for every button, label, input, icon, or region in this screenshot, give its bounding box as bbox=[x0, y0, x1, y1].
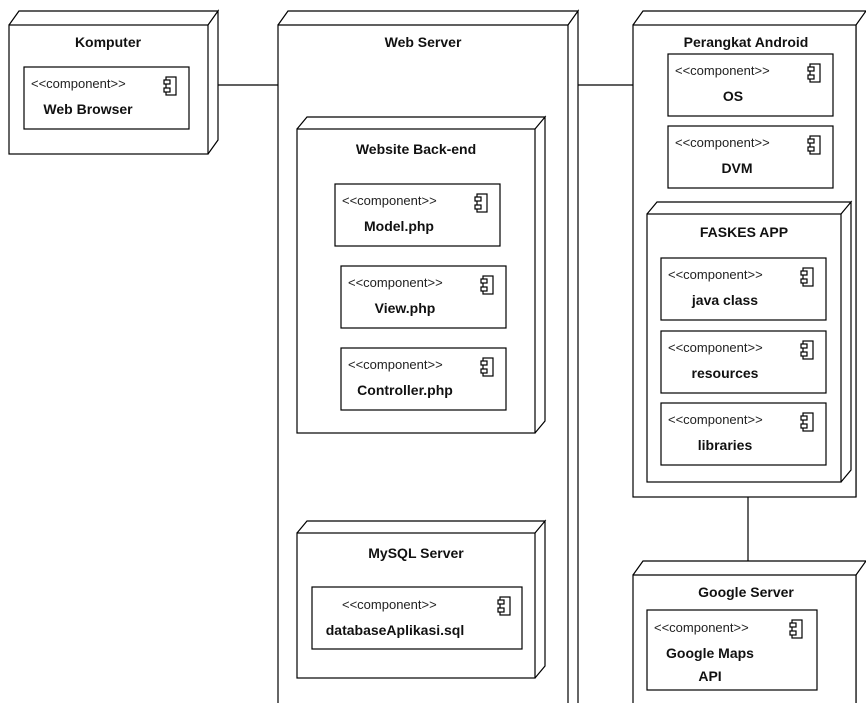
component-icon bbox=[807, 63, 821, 83]
stereotype-label: <<component>> bbox=[348, 357, 443, 372]
component-name: Web Browser bbox=[43, 101, 133, 117]
node-google-server: Google Server <<component>> Google Maps … bbox=[632, 560, 866, 703]
component-name: java class bbox=[691, 292, 758, 308]
component-icon bbox=[497, 596, 511, 616]
node-perangkat-android: Perangkat Android <<component>> OS <<com… bbox=[632, 10, 866, 498]
component-resources[interactable]: <<component>> resources bbox=[660, 330, 827, 394]
component-name: Controller.php bbox=[357, 382, 453, 398]
node-mysql-server-title: MySQL Server bbox=[368, 545, 464, 561]
component-name: databaseAplikasi.sql bbox=[326, 622, 465, 638]
stereotype-label: <<component>> bbox=[342, 193, 437, 208]
node-web-server-title: Web Server bbox=[385, 34, 462, 50]
stereotype-label: <<component>> bbox=[348, 275, 443, 290]
component-dvm[interactable]: <<component>> DVM bbox=[667, 125, 834, 189]
component-view-php[interactable]: <<component>> View.php bbox=[340, 265, 507, 329]
component-icon bbox=[789, 619, 803, 639]
node-website-backend: Website Back-end <<component>> Model.php… bbox=[296, 115, 547, 434]
component-libraries[interactable]: <<component>> libraries bbox=[660, 402, 827, 466]
node-mysql-server: MySQL Server <<component>> databaseAplik… bbox=[296, 519, 547, 679]
node-faskes-app-title: FASKES APP bbox=[700, 224, 788, 240]
component-model-php[interactable]: <<component>> Model.php bbox=[334, 183, 501, 247]
component-os[interactable]: <<component>> OS bbox=[667, 53, 834, 117]
node-perangkat-android-title: Perangkat Android bbox=[684, 34, 809, 50]
component-name: Model.php bbox=[364, 218, 434, 234]
stereotype-label: <<component>> bbox=[31, 76, 126, 91]
component-name: View.php bbox=[375, 300, 436, 316]
node-web-server: Web Server Website Back-end <<component>… bbox=[277, 9, 580, 703]
component-name: OS bbox=[723, 88, 743, 104]
component-icon bbox=[800, 340, 814, 360]
component-name: resources bbox=[692, 365, 759, 381]
node-google-server-title: Google Server bbox=[698, 584, 794, 600]
component-icon bbox=[807, 135, 821, 155]
component-web-browser[interactable]: <<component>> Web Browser bbox=[23, 66, 190, 130]
component-name: DVM bbox=[721, 160, 752, 176]
node-komputer-title: Komputer bbox=[75, 34, 142, 50]
stereotype-label: <<component>> bbox=[654, 620, 749, 635]
component-java-class[interactable]: <<component>> java class bbox=[660, 257, 827, 321]
node-website-backend-title: Website Back-end bbox=[356, 141, 476, 157]
stereotype-label: <<component>> bbox=[675, 63, 770, 78]
stereotype-label: <<component>> bbox=[668, 340, 763, 355]
component-controller-php[interactable]: <<component>> Controller.php bbox=[340, 347, 507, 411]
component-google-maps-api[interactable]: <<component>> Google Maps API bbox=[646, 609, 818, 691]
node-komputer: Komputer <<component>> Web Browser bbox=[8, 9, 220, 155]
component-icon bbox=[800, 412, 814, 432]
component-icon bbox=[474, 193, 488, 213]
component-icon bbox=[163, 76, 177, 96]
component-icon bbox=[480, 275, 494, 295]
stereotype-label: <<component>> bbox=[342, 597, 437, 612]
stereotype-label: <<component>> bbox=[675, 135, 770, 150]
stereotype-label: <<component>> bbox=[668, 412, 763, 427]
component-database-aplikasi-sql[interactable]: <<component>> databaseAplikasi.sql bbox=[311, 586, 523, 650]
node-faskes-app: FASKES APP <<component>> java class <<co… bbox=[646, 200, 853, 483]
component-icon bbox=[800, 267, 814, 287]
component-name: libraries bbox=[698, 437, 753, 453]
component-name-line1: Google Maps bbox=[666, 645, 754, 661]
component-icon bbox=[480, 357, 494, 377]
stereotype-label: <<component>> bbox=[668, 267, 763, 282]
component-name-line2: API bbox=[698, 668, 721, 684]
